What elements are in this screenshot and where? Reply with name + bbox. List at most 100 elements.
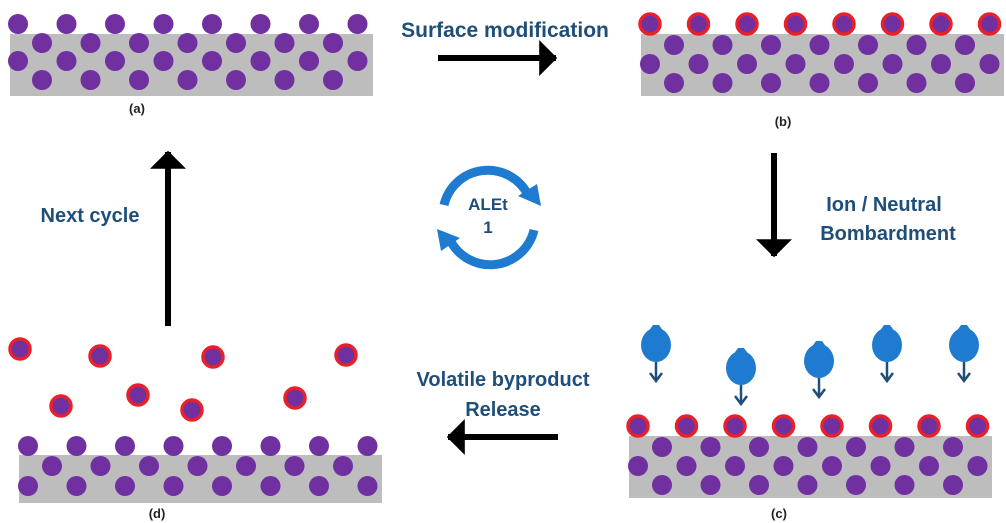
modified-surface-atom (686, 12, 711, 36)
bulk-atom (274, 33, 295, 53)
ion-droplet-icon (872, 325, 902, 384)
bulk-atom (700, 475, 721, 495)
surface-atom (18, 436, 38, 456)
byproduct-molecule (334, 343, 358, 367)
byproducts-d (8, 337, 358, 422)
bulk-atom (749, 437, 769, 457)
bulk-atom (347, 51, 368, 71)
bulk-atom (882, 54, 903, 74)
bulk-atom (323, 70, 343, 90)
bulk-atom (299, 51, 319, 71)
ion-droplet-icon (804, 341, 834, 400)
panel-a: (a) (8, 14, 373, 116)
bulk-atom (652, 437, 672, 457)
bulk-atom (177, 70, 198, 90)
label-volatile-1: Volatile byproduct (417, 369, 590, 391)
bulk-atom (139, 456, 159, 476)
ion-droplet-icon (726, 348, 756, 407)
bulk-atom (943, 475, 963, 495)
modified-surface-atom (723, 414, 747, 438)
cycle-arrows-icon (437, 165, 541, 270)
bulk-atom (274, 70, 295, 90)
bulk-atom (66, 476, 87, 496)
modified-surface-atom (735, 12, 759, 36)
bulk-atom (943, 437, 963, 457)
byproduct-molecule (126, 383, 150, 407)
bulk-atom (955, 73, 975, 93)
bulk-atom (153, 51, 174, 71)
byproduct-molecule (49, 394, 73, 418)
bulk-atom (955, 35, 975, 55)
bulk-atom (797, 437, 818, 457)
ion-droplet-icon (949, 325, 979, 384)
bulk-atom (664, 73, 684, 93)
bulk-atom (628, 456, 648, 476)
bulk-atom (664, 35, 684, 55)
bulk-atom (979, 54, 1000, 74)
bulk-atom (870, 456, 891, 476)
bulk-atom (236, 456, 256, 476)
label-ion-bombardment-2: Bombardment (820, 223, 956, 245)
bulk-atom (115, 476, 135, 496)
byproduct-molecule (8, 337, 32, 361)
modified-surface-atom (820, 414, 844, 438)
bulk-atom (640, 54, 660, 74)
panel-label-c: (c) (771, 506, 787, 521)
bulk-atom (250, 51, 271, 71)
modified-surface-atom (917, 414, 941, 438)
surface-atom (66, 436, 87, 456)
atoms-b (638, 12, 1002, 93)
bulk-atom (761, 73, 781, 93)
bulk-atom (212, 476, 232, 496)
label-ion-bombardment-1: Ion / Neutral (826, 194, 942, 216)
bulk-atom (187, 456, 208, 476)
bulk-atom (323, 33, 343, 53)
bulk-atom (906, 73, 927, 93)
modified-surface-atom (638, 12, 662, 36)
surface-atom (8, 14, 28, 34)
atoms-a (8, 14, 368, 90)
bulk-atom (931, 54, 951, 74)
label-surface-modification: Surface modification (401, 19, 609, 42)
atoms-d (18, 436, 378, 496)
bulk-atom (894, 437, 915, 457)
ions-c (641, 325, 979, 407)
bulk-atom (785, 54, 806, 74)
modified-surface-atom (626, 414, 650, 438)
surface-atom (357, 436, 378, 456)
byproduct-molecule (201, 345, 225, 369)
bulk-atom (56, 51, 77, 71)
bulk-atom (32, 70, 52, 90)
byproduct-molecule (283, 386, 307, 410)
bulk-atom (834, 54, 854, 74)
bulk-atom (42, 456, 62, 476)
modified-surface-atom (832, 12, 856, 36)
bulk-atom (737, 54, 757, 74)
bulk-atom (846, 475, 866, 495)
bulk-atom (809, 35, 830, 55)
panel-label-a: (a) (129, 101, 145, 116)
modified-surface-atom (771, 414, 796, 438)
bulk-atom (858, 35, 878, 55)
bulk-atom (8, 51, 28, 71)
modified-surface-atom (868, 414, 893, 438)
surface-atom (260, 436, 281, 456)
bulk-atom (906, 35, 927, 55)
label-next-cycle: Next cycle (41, 205, 140, 227)
bulk-atom (333, 456, 353, 476)
bulk-atom (688, 54, 709, 74)
bulk-atom (773, 456, 794, 476)
bulk-atom (967, 456, 988, 476)
bulk-atom (177, 33, 198, 53)
modified-surface-atom (929, 12, 953, 36)
bulk-atom (712, 73, 733, 93)
panel-label-b: (b) (775, 114, 792, 129)
bulk-atom (357, 476, 378, 496)
bulk-atom (163, 476, 184, 496)
surface-atom (115, 436, 135, 456)
bulk-atom (652, 475, 672, 495)
bulk-atom (18, 476, 38, 496)
bulk-atom (761, 35, 781, 55)
cycle-label-1: ALEt (468, 195, 508, 214)
